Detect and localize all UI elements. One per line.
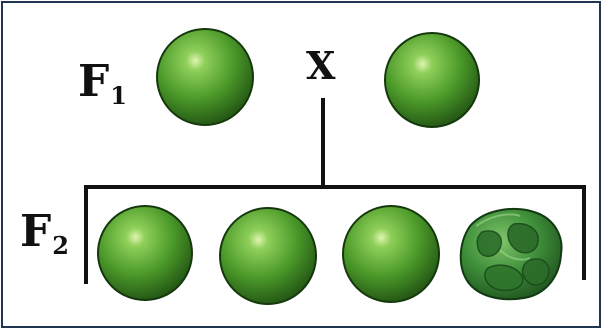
- offspring-pea-round: [97, 205, 193, 301]
- f2-generation-label: F2: [20, 210, 69, 258]
- f1-letter: F: [78, 56, 110, 107]
- f1-generation-label: F1: [78, 60, 127, 108]
- cross-symbol: X: [306, 43, 336, 88]
- f1-subscript: 1: [110, 81, 127, 110]
- offspring-pea-round: [342, 205, 440, 303]
- parent-pea-round: [384, 32, 480, 128]
- offspring-pea-round: [219, 207, 317, 305]
- f2-subscript: 2: [52, 231, 69, 260]
- offspring-pea-wrinkled: [459, 207, 563, 301]
- parent-pea-round: [156, 28, 254, 126]
- f2-letter: F: [20, 206, 52, 257]
